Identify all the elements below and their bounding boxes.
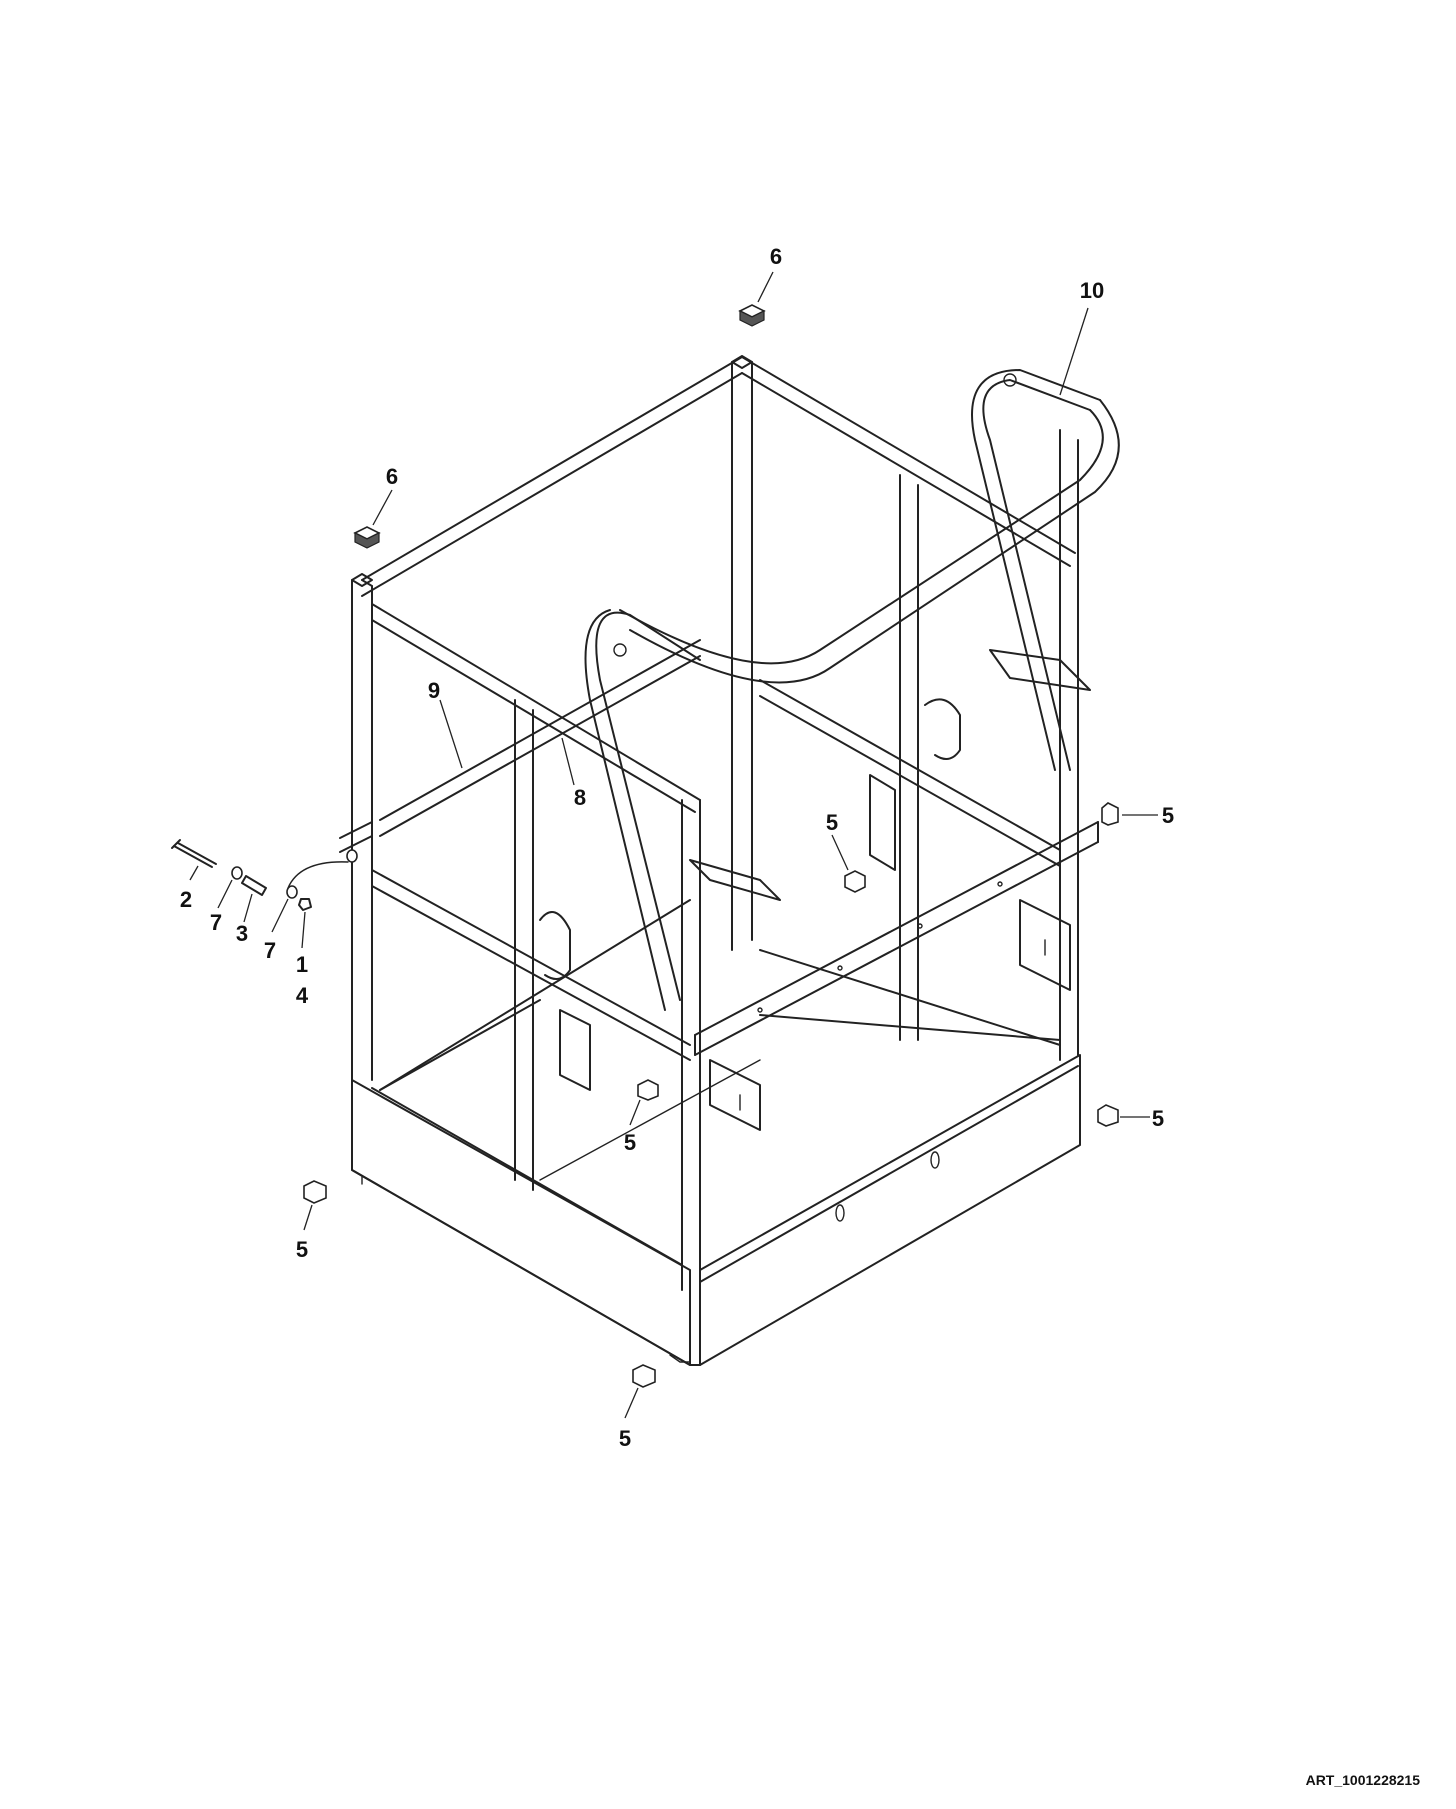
callout-8: 8	[574, 785, 586, 810]
callout-7-first: 7	[210, 910, 222, 935]
callout-labels: 6 10 6 9 8 5 5 2 7 3 7 1 4 5 5 5 5	[180, 244, 1174, 1451]
art-number: ART_1001228215	[1306, 1772, 1421, 1788]
callout-10: 10	[1080, 278, 1104, 303]
callout-4: 4	[296, 983, 309, 1008]
callout-5-left-bottom: 5	[296, 1237, 308, 1262]
top-frame	[361, 356, 1076, 813]
callout-5-inner: 5	[826, 810, 838, 835]
callout-1: 1	[296, 952, 308, 977]
callout-2: 2	[180, 887, 192, 912]
brackets	[559, 774, 1071, 1131]
callout-9: 9	[428, 678, 440, 703]
callout-5-right-bar: 5	[1162, 803, 1174, 828]
toe-boards	[351, 949, 1081, 1366]
callout-5-bottom: 5	[619, 1426, 631, 1451]
grab-handles	[539, 698, 961, 980]
end-plugs	[303, 304, 1119, 1388]
callout-3: 3	[236, 921, 248, 946]
handrail	[584, 369, 1120, 1011]
callout-5-right-lower: 5	[1152, 1106, 1164, 1131]
callout-7-second: 7	[264, 938, 276, 963]
corner-posts	[351, 355, 1079, 1291]
leader-lines	[189, 271, 1158, 1419]
callout-5-front-left: 5	[624, 1130, 636, 1155]
callout-6-left: 6	[386, 464, 398, 489]
pin-hardware	[171, 839, 358, 911]
mid-rails	[339, 639, 1099, 1091]
callout-6-top: 6	[770, 244, 782, 269]
